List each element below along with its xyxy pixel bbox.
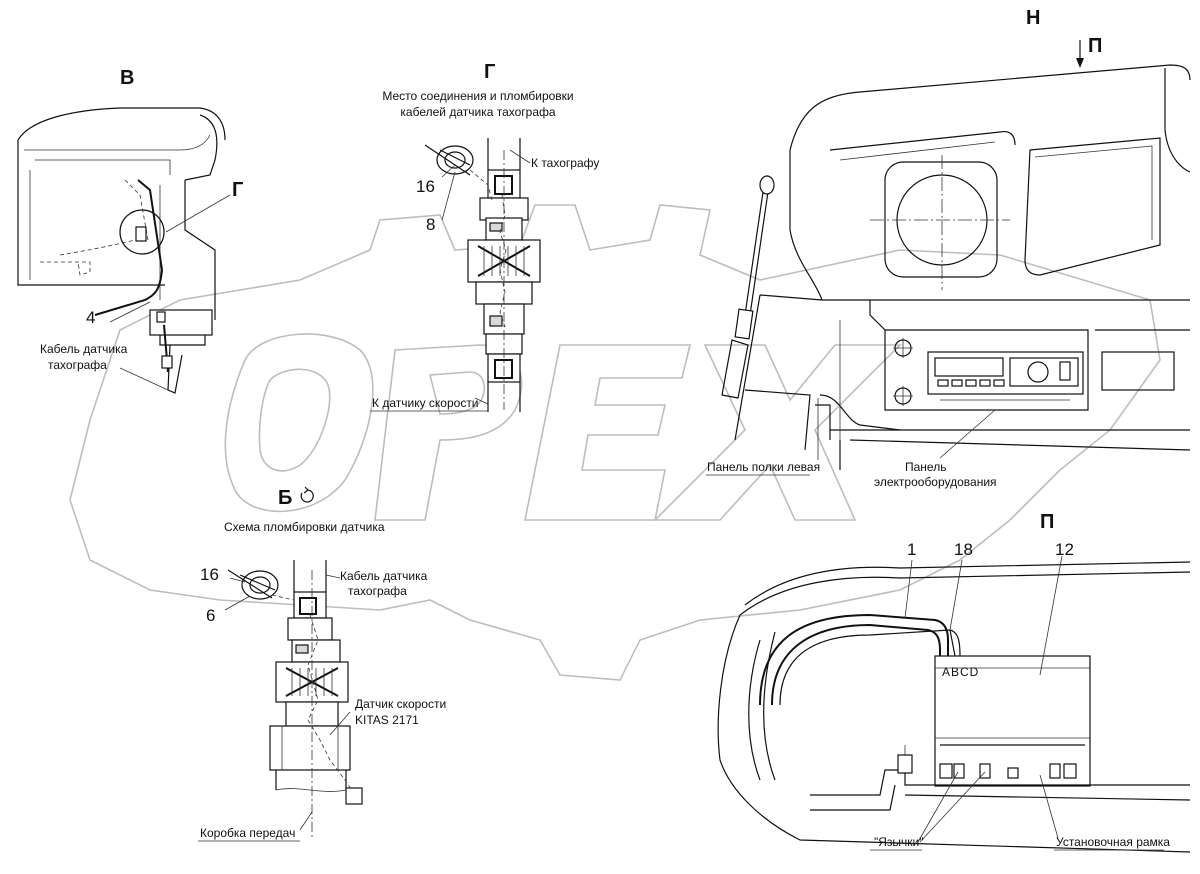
tabs-label: "Язычки" <box>874 835 924 849</box>
callout-8: 8 <box>426 215 435 234</box>
view-label-v: В <box>120 67 134 89</box>
watermark-logo <box>69 204 1161 681</box>
speed-sensor-line2: KITAS 2171 <box>355 713 419 727</box>
callout-g: Г <box>232 179 243 201</box>
view-label-n: Н <box>1026 7 1040 29</box>
callout-16-bottom: 16 <box>200 565 219 584</box>
view-p-mount <box>717 555 1191 853</box>
electrical-panel-line1: Панель <box>905 460 946 474</box>
callout-4: 4 <box>86 308 95 327</box>
cable-b-line1: Кабель датчика <box>340 569 428 583</box>
view-b-sensor <box>224 486 363 840</box>
electrical-panel-line2: электрооборудования <box>874 475 997 489</box>
to-speed-sensor-label: К датчику скорости <box>372 396 479 410</box>
shelf-panel-left-label: Панель полки левая <box>707 460 820 474</box>
view-n-dashboard <box>721 40 1191 470</box>
gearbox-label: Коробка передач <box>200 826 295 840</box>
view-label-b: Б <box>278 487 292 509</box>
scheme-caption: Схема пломбировки датчика <box>224 520 385 534</box>
g-title-line1: Место соединения и пломбировки <box>382 89 573 103</box>
to-tachograph-label: К тахографу <box>531 156 599 170</box>
arrow-label-p: П <box>1088 35 1102 57</box>
callout-1: 1 <box>907 540 916 559</box>
callout-18: 18 <box>954 540 973 559</box>
abcd-marking: ABCD <box>942 665 979 679</box>
view-v-cab-detail <box>17 107 231 394</box>
cable-left-line1: Кабель датчика <box>40 342 128 356</box>
cable-b-line2: тахографа <box>348 584 407 598</box>
callout-16-top: 16 <box>416 177 435 196</box>
callout-12: 12 <box>1055 540 1074 559</box>
g-title-line2: кабелей датчика тахографа <box>400 105 555 119</box>
view-g-connector <box>424 138 541 412</box>
speed-sensor-line1: Датчик скорости <box>355 697 446 711</box>
view-label-g: Г <box>484 61 495 83</box>
mount-frame-label: Установочная рамка <box>1056 835 1170 849</box>
callout-6: 6 <box>206 606 215 625</box>
cable-left-line2: тахографа <box>48 358 107 372</box>
view-label-p: П <box>1040 511 1054 533</box>
